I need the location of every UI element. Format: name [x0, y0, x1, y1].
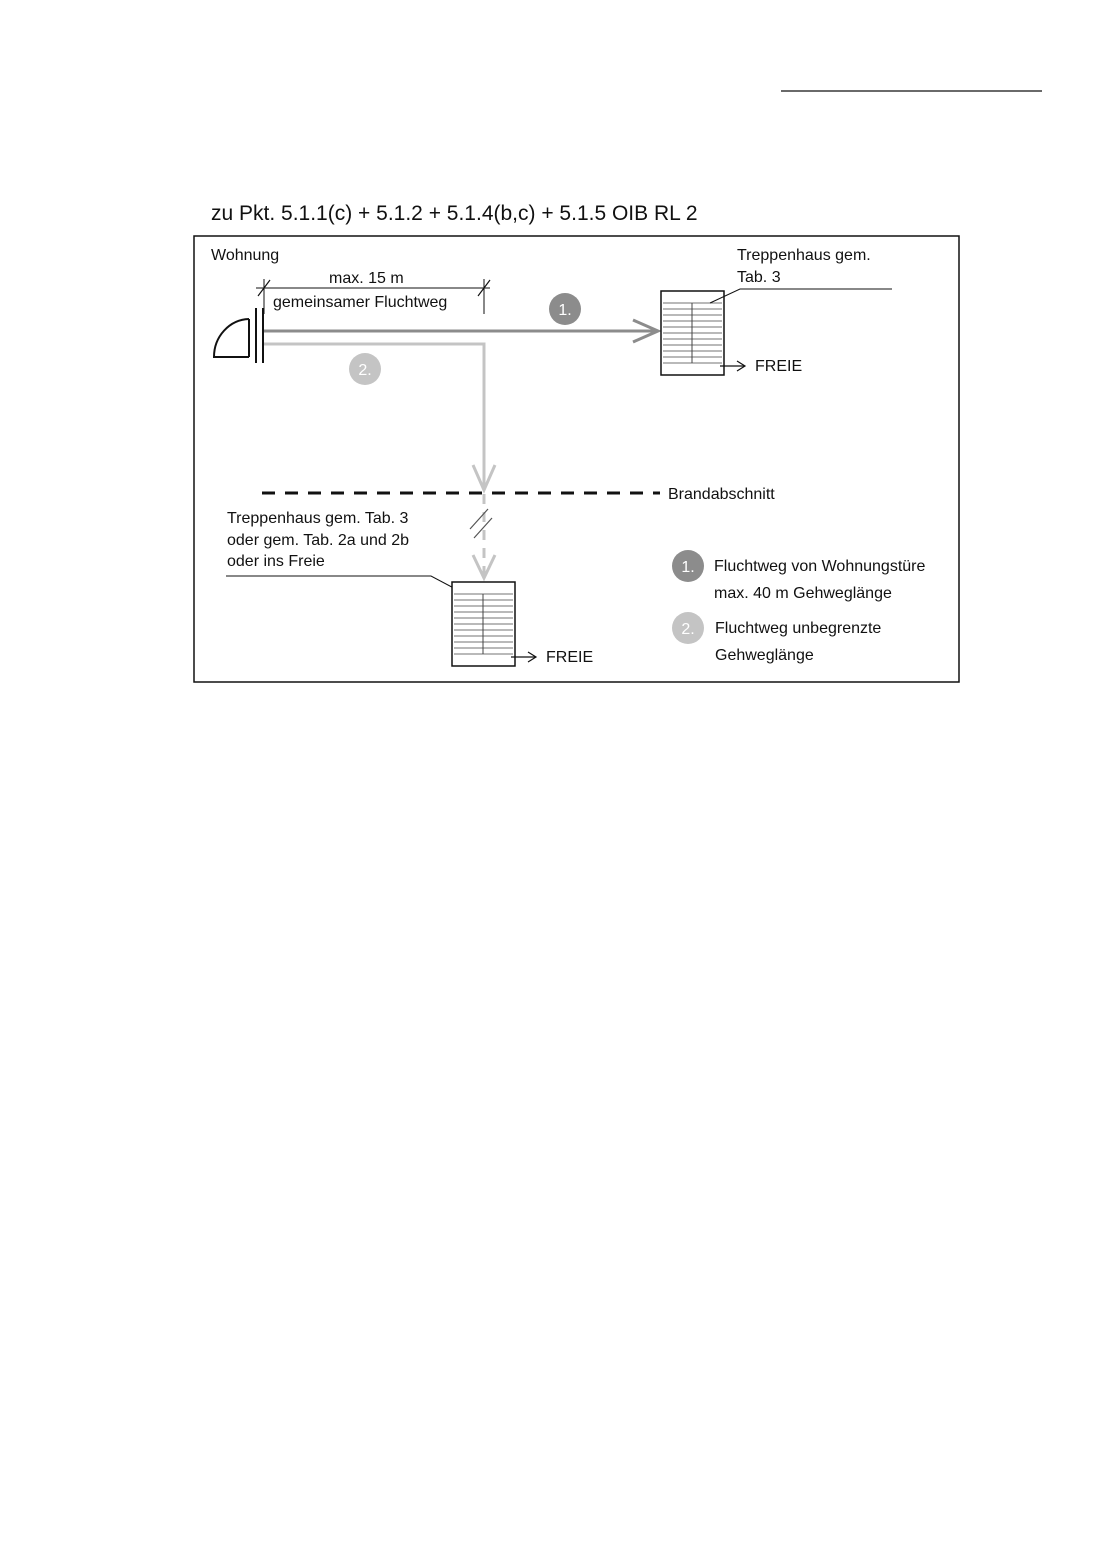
legend-item-1: 1. Fluchtweg von Wohnungstüre max. 40 m …	[672, 550, 925, 602]
stairwell-bottom-label-line2: oder gem. Tab. 2a und 2b	[227, 532, 409, 549]
stairwell-bottom-leader	[226, 575, 466, 595]
route-2-marker-text: 2.	[358, 362, 371, 379]
apartment-label: Wohnung	[211, 247, 279, 264]
legend-item-2-line1: Fluchtweg unbegrenzte	[715, 620, 881, 637]
legend-item-1-line2: max. 40 m Gehweglänge	[714, 585, 892, 602]
stairwell-top-label-line1: Treppenhaus gem.	[737, 247, 871, 264]
legend-item-2: 2. Fluchtweg unbegrenzte Gehweglänge	[672, 612, 881, 664]
diagram-frame	[193, 235, 960, 683]
stairwell-bottom-label-line3: oder ins Freie	[227, 553, 325, 570]
route-1-marker-text: 1.	[558, 302, 571, 319]
stairwell-top-leader	[709, 288, 892, 304]
exit-arrow-bottom	[511, 651, 538, 663]
route-1-path	[264, 318, 662, 344]
legend-item-2-marker-text: 2.	[681, 621, 694, 638]
legend-item-1-marker	[672, 550, 704, 582]
legend: 1. Fluchtweg von Wohnungstüre max. 40 m …	[672, 550, 925, 664]
stairwell-bottom-label-line1: Treppenhaus gem. Tab. 3	[227, 510, 409, 527]
max-distance-label: max. 15 m	[329, 270, 404, 287]
stairwell-bottom	[451, 581, 516, 667]
fire-section-label: Brandabschnitt	[668, 486, 775, 503]
stairwell-top	[660, 290, 725, 376]
legend-item-1-marker-text: 1.	[681, 559, 694, 576]
apartment-door	[212, 308, 264, 363]
exit-label-bottom: FREIE	[546, 649, 593, 666]
route-2-path	[264, 342, 497, 582]
exit-label-top: FREIE	[755, 358, 802, 375]
legend-item-2-line2: Gehweglänge	[715, 647, 814, 664]
legend-item-1-line1: Fluchtweg von Wohnungstüre	[714, 558, 925, 575]
stairwell-top-label-line2: Tab. 3	[737, 269, 781, 286]
figure-heading: zu Pkt. 5.1.1(c) + 5.1.2 + 5.1.4(b,c) + …	[211, 202, 698, 225]
dimension-line	[256, 279, 491, 314]
route-1-marker	[549, 293, 581, 325]
exit-arrow-top	[720, 360, 747, 372]
legend-item-2-marker	[672, 612, 704, 644]
route-2-marker	[349, 353, 381, 385]
shared-route-label: gemeinsamer Fluchtweg	[273, 294, 447, 311]
